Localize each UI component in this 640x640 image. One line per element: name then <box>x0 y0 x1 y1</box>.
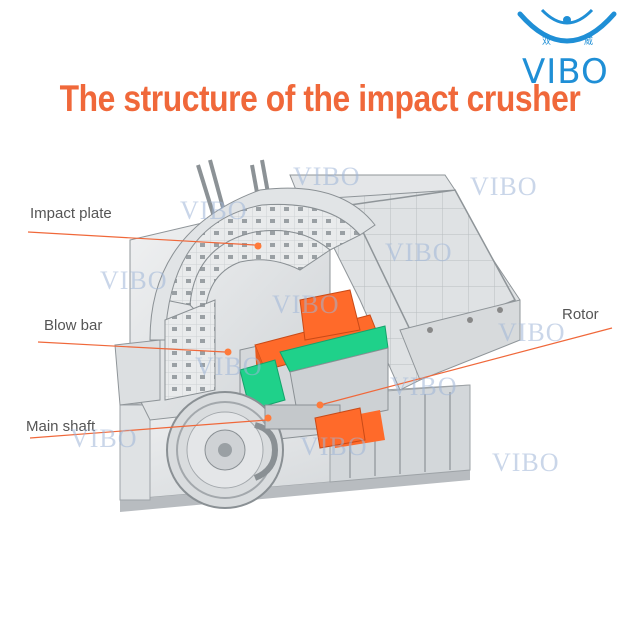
diagram-title: The structure of the impact crusher <box>59 78 581 119</box>
watermark: VIBO <box>470 172 538 201</box>
label-blow-bar: Blow bar <box>44 317 103 334</box>
impact-plate <box>149 187 376 401</box>
label-impact-plate: Impact plate <box>30 205 112 222</box>
vibo-logo-icon: 双 威 <box>517 8 617 47</box>
watermark: VIBO <box>498 318 566 347</box>
label-main-shaft: Main shaft <box>26 418 96 435</box>
watermark: VIBO <box>390 372 458 401</box>
svg-text:双: 双 <box>542 36 551 47</box>
leader-lines <box>27 231 613 439</box>
svg-text:威: 威 <box>584 35 593 47</box>
watermark: VIBO <box>272 290 340 319</box>
watermark: VIBO <box>492 448 560 477</box>
watermark: VIBO <box>70 424 138 453</box>
watermark: VIBO <box>385 238 453 267</box>
watermark: VIBO <box>100 266 168 295</box>
main-shaft <box>264 404 366 449</box>
watermark: VIBO <box>293 162 361 191</box>
watermark: VIBO <box>195 352 263 381</box>
brand-name: VIBO <box>522 52 609 92</box>
watermark: VIBO <box>300 432 368 461</box>
label-rotor: Rotor <box>562 306 599 323</box>
watermark: VIBO <box>180 196 248 225</box>
